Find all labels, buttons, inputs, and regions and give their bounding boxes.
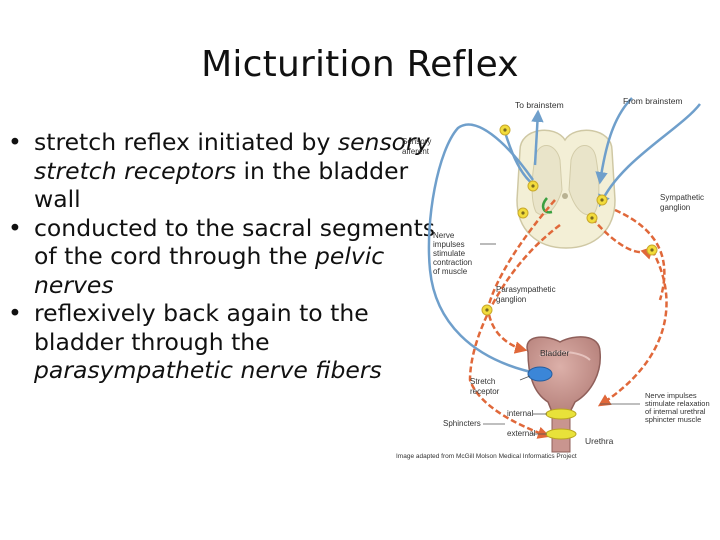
svg-text:of internal urethral: of internal urethral	[645, 407, 706, 416]
svg-text:impulses: impulses	[433, 240, 465, 249]
label-sensory-afferent: Sensory	[402, 137, 431, 146]
svg-text:sphincter muscle: sphincter muscle	[645, 415, 701, 424]
label-from-brainstem: From brainstem	[623, 96, 683, 106]
label-sympathetic-ganglion: Sympathetic	[660, 193, 704, 202]
label-external: external	[507, 429, 536, 438]
svg-text:stimulate: stimulate	[433, 249, 466, 258]
svg-text:ganglion: ganglion	[496, 295, 526, 304]
slide-title: Micturition Reflex	[201, 44, 519, 85]
bladder	[526, 336, 601, 453]
bullet-list: •stretch reflex initiated by sensory str…	[8, 128, 448, 385]
motor-pathways	[468, 199, 668, 439]
label-nerve-impulses: Nerve	[433, 231, 455, 240]
svg-text:receptor: receptor	[470, 387, 500, 396]
svg-text:contraction: contraction	[433, 258, 472, 267]
image-credit: Image adapted from McGill Molson Medical…	[396, 453, 577, 460]
bullet-dot: •	[8, 213, 22, 242]
label-sphincters: Sphincters	[443, 419, 481, 428]
bullet-item: •conducted to the sacral segments of the…	[8, 213, 436, 299]
label-parasympathetic-ganglion: Parasympathetic	[496, 285, 556, 294]
label-bladder: Bladder	[540, 348, 569, 358]
label-relaxation: Nerve impulses	[645, 391, 697, 400]
label-stretch-receptor: Stretch	[470, 377, 495, 386]
leader-lines	[480, 243, 640, 435]
external-sphincter	[545, 428, 577, 440]
bullet-dot: •	[8, 128, 22, 156]
label-internal: internal	[507, 409, 533, 418]
bullet-item: •stretch reflex initiated by sensory str…	[8, 128, 430, 213]
label-to-brainstem: To brainstem	[515, 100, 564, 110]
bullet-item: •reflexively back again to the bladder t…	[8, 299, 382, 384]
diagram-labels: To brainstem From brainstem Sensory affe…	[396, 96, 710, 460]
label-urethra: Urethra	[585, 436, 614, 446]
svg-text:stimulate relaxation: stimulate relaxation	[645, 399, 710, 408]
svg-text:ganglion: ganglion	[660, 203, 690, 212]
neuron-dots	[481, 124, 658, 316]
svg-text:afferent: afferent	[402, 147, 430, 156]
micturition-reflex-diagram: To brainstem From brainstem Sensory affe…	[396, 96, 710, 460]
spinal-cord-section	[516, 129, 616, 249]
svg-text:of muscle: of muscle	[433, 267, 468, 276]
bullet-dot: •	[8, 299, 22, 327]
sensory-pathways	[427, 97, 701, 376]
internal-sphincter	[545, 408, 577, 420]
